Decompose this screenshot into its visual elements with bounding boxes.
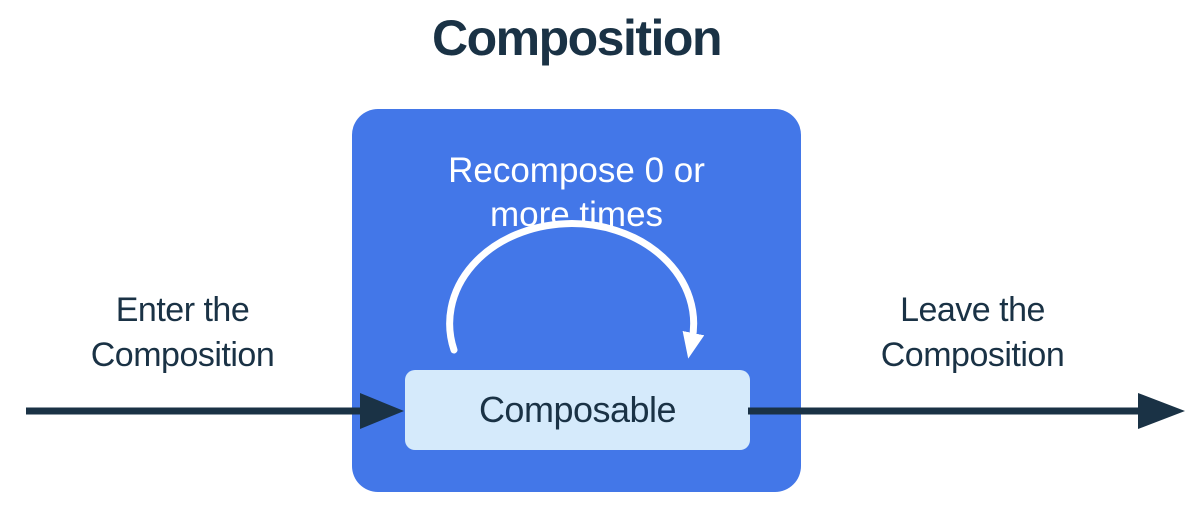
composition-container: Recompose 0 or more times Composable (352, 109, 801, 492)
leave-composition-label: Leave the Composition (880, 291, 1065, 374)
enter-composition-label: Enter the Composition (90, 291, 275, 374)
leave-arrow-icon (748, 393, 1185, 429)
enter-arrow-icon (26, 393, 404, 429)
composable-node: Composable (405, 370, 750, 450)
composable-label: Composable (478, 389, 677, 430)
diagram-title: Composition (431, 10, 723, 66)
recompose-label: Recompose 0 or more times (448, 151, 705, 234)
